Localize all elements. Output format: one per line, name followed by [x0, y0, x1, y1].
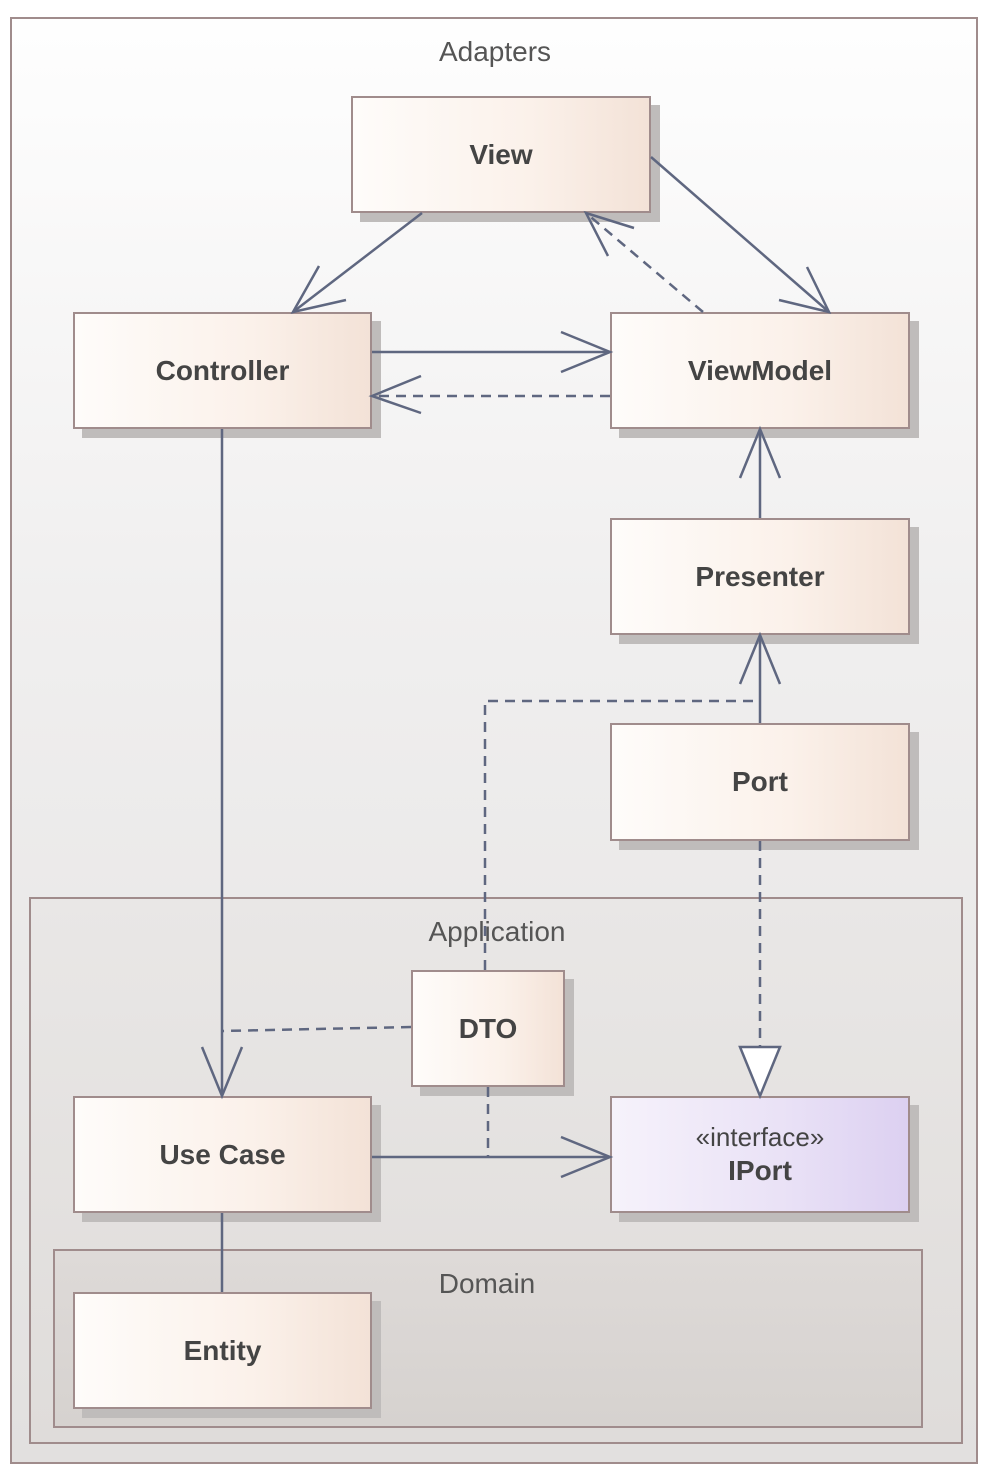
class-use-case-name: Use Case [159, 1138, 286, 1170]
class-dto-name: DTO [458, 1012, 518, 1044]
class-port[interactable]: Port [610, 723, 910, 841]
interface-iport-name: IPort [728, 1154, 792, 1186]
class-entity[interactable]: Entity [73, 1292, 372, 1409]
class-entity-name: Entity [183, 1334, 262, 1366]
class-port-name: Port [732, 766, 788, 798]
package-label-adapters: Adapters [438, 36, 552, 67]
class-controller[interactable]: Controller [73, 312, 372, 429]
class-presenter[interactable]: Presenter [610, 518, 910, 635]
class-view-name: View [469, 138, 533, 170]
class-view[interactable]: View [351, 96, 651, 213]
class-use-case[interactable]: Use Case [73, 1096, 372, 1213]
interface-iport[interactable]: «interface» IPort [610, 1096, 910, 1213]
class-controller-name: Controller [155, 354, 290, 386]
class-dto[interactable]: DTO [411, 970, 565, 1087]
class-viewmodel[interactable]: ViewModel [610, 312, 910, 429]
interface-stereotype: «interface» [695, 1122, 825, 1153]
package-label-domain: Domain [438, 1268, 536, 1299]
class-viewmodel-name: ViewModel [687, 354, 833, 386]
class-presenter-name: Presenter [695, 560, 825, 592]
package-label-application: Application [428, 916, 566, 947]
